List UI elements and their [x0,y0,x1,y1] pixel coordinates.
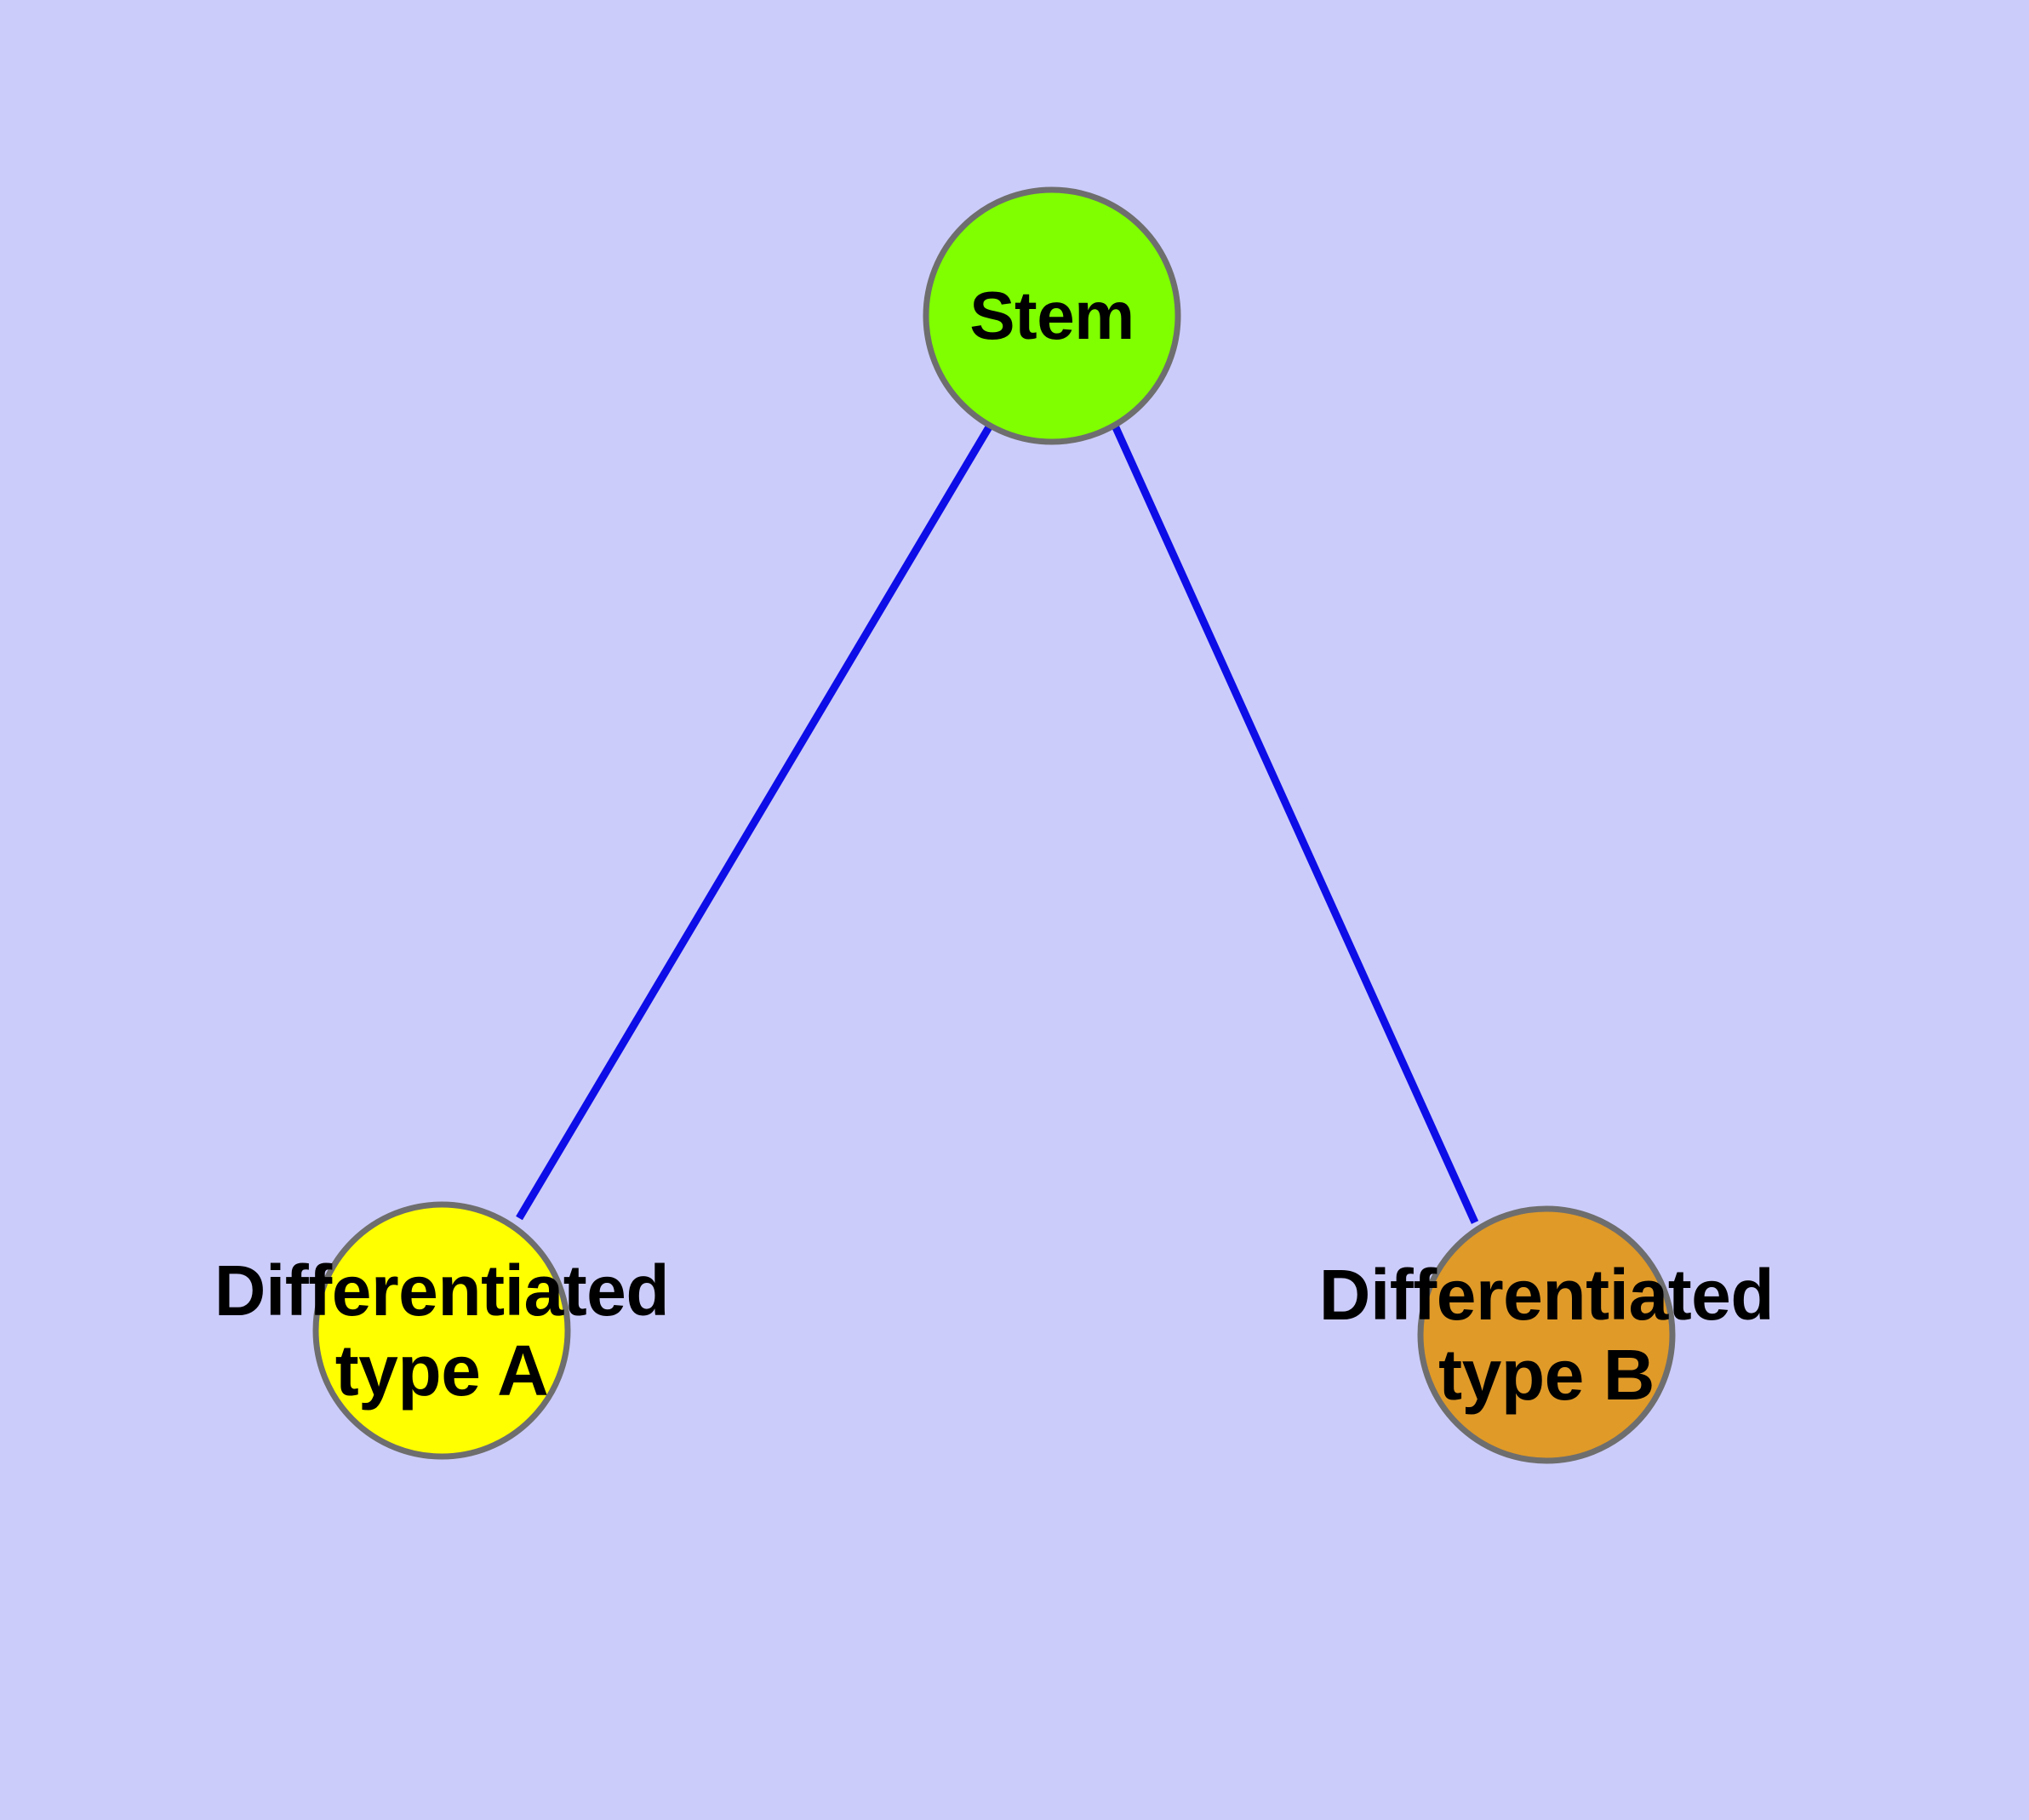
edge-stem-to-diff-a[interactable] [516,423,993,1221]
node-circle-diff-b[interactable] [1417,1205,1676,1464]
node-circle-stem[interactable] [923,186,1181,445]
edges-layer [516,423,1479,1224]
node-circle-diff-a[interactable] [312,1201,571,1460]
nodes-layer [312,186,1676,1464]
edge-stem-to-diff-b[interactable] [1111,424,1479,1224]
